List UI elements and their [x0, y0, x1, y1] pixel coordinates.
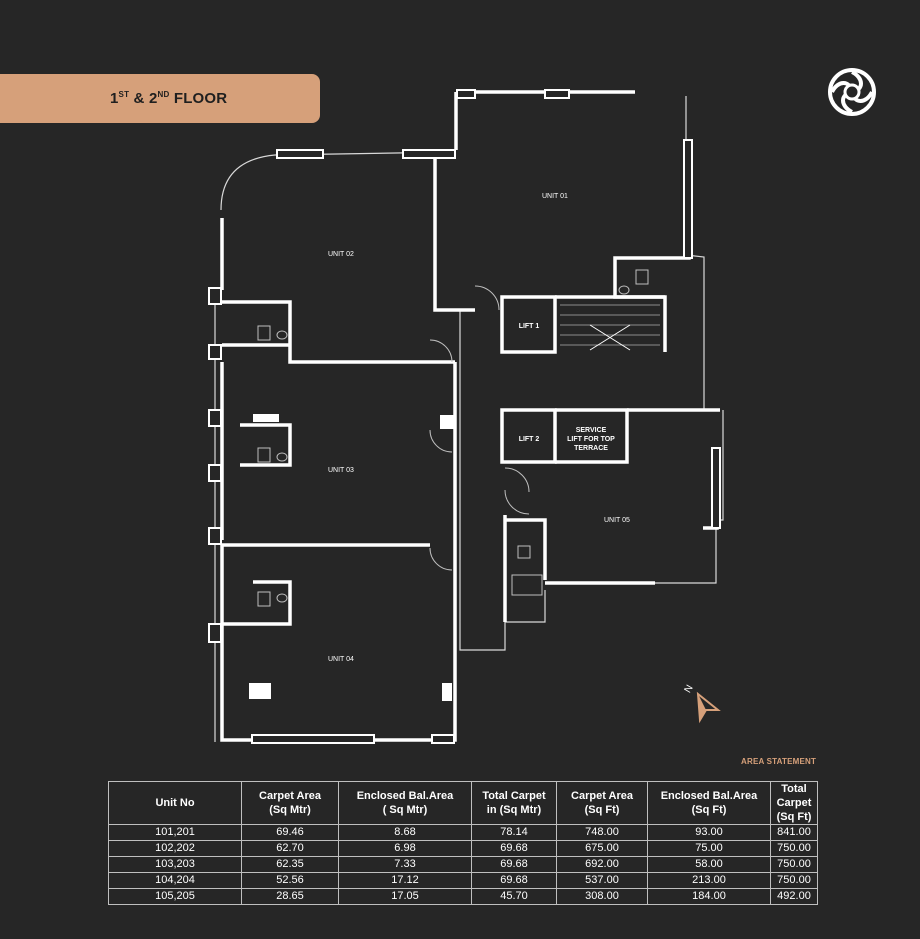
cell-bal-sqm: 7.33	[338, 856, 472, 873]
unit-04-label: UNIT 04	[328, 656, 354, 663]
table-header-row: Unit No Carpet Area (Sq Mtr) Enclosed Bal…	[108, 781, 818, 825]
cell-bal-sqft: 184.00	[647, 888, 771, 905]
cell-carpet-sqft: 675.00	[556, 840, 648, 857]
lift-2-label: LIFT 2	[518, 436, 540, 443]
cell-carpet-sqft: 692.00	[556, 856, 648, 873]
floor-amp: &	[129, 90, 149, 107]
cell-carpet-sqm: 69.46	[241, 824, 339, 841]
cell-carpet-sqm: 52.56	[241, 872, 339, 889]
cell-carpet-sqft: 308.00	[556, 888, 648, 905]
table-row: 103,203 62.35 7.33 69.68 692.00 58.00 75…	[108, 856, 818, 873]
service-lift-label: SERVICE LIFT FOR TOP TERRACE	[555, 426, 627, 453]
cell-carpet-sqft: 537.00	[556, 872, 648, 889]
cell-carpet-sqm: 28.65	[241, 888, 339, 905]
col-total-sqm-l2: in (Sq Mtr)	[486, 804, 542, 816]
col-total-sqm: Total Carpet in (Sq Mtr)	[471, 781, 557, 825]
col-bal-sqft: Enclosed Bal.Area (Sq Ft)	[647, 781, 771, 825]
cell-total-sqft: 750.00	[770, 840, 818, 857]
plan-doors	[429, 285, 530, 571]
plan-outline-curve	[220, 151, 456, 211]
table-row: 105,205 28.65 17.05 45.70 308.00 184.00 …	[108, 888, 818, 905]
col-unit-no-label: Unit No	[155, 797, 195, 809]
brand-logo-icon	[828, 68, 876, 116]
col-carpet-sqm: Carpet Area (Sq Mtr)	[241, 781, 339, 825]
cell-total-sqft: 750.00	[770, 856, 818, 873]
floor-word: FLOOR	[169, 90, 228, 107]
cell-bal-sqft: 93.00	[647, 824, 771, 841]
cell-bal-sqft: 213.00	[647, 872, 771, 889]
plan-stairs	[560, 304, 660, 351]
lift-1-label: LIFT 1	[518, 323, 540, 330]
plan-windows	[208, 89, 721, 744]
cell-unit-no: 101,201	[108, 824, 242, 841]
cell-bal-sqm: 8.68	[338, 824, 472, 841]
cell-total-sqm: 69.68	[471, 840, 557, 857]
table-row: 102,202 62.70 6.98 69.68 675.00 75.00 75…	[108, 840, 818, 857]
col-carpet-sqm-l1: Carpet Area	[259, 790, 321, 802]
unit-02-label: UNIT 02	[328, 251, 354, 258]
area-statement-title: AREA STATEMENT	[741, 757, 817, 766]
col-total-sqm-l1: Total Carpet	[482, 790, 546, 802]
service-lift-line-3: TERRACE	[574, 445, 608, 452]
plan-toilets	[257, 269, 649, 607]
cell-total-sqm: 69.68	[471, 856, 557, 873]
floor-b-sup: ND	[157, 90, 170, 99]
cell-total-sqft: 492.00	[770, 888, 818, 905]
cell-bal-sqm: 17.12	[338, 872, 472, 889]
plan-corridor	[459, 310, 546, 651]
floor-plan	[208, 89, 724, 744]
unit-05-label: UNIT 05	[604, 517, 630, 524]
cell-total-sqm: 45.70	[471, 888, 557, 905]
floor-banner: 1ST & 2ND FLOOR	[0, 74, 320, 123]
col-total-sqft: Total Carpet (Sq Ft)	[770, 781, 818, 825]
service-lift-line-1: SERVICE	[575, 427, 607, 434]
cell-unit-no: 104,204	[108, 872, 242, 889]
floor-b: 2	[148, 90, 158, 107]
col-bal-sqm: Enclosed Bal.Area ( Sq Mtr)	[338, 781, 472, 825]
floor-a-sup: ST	[118, 90, 130, 99]
cell-total-sqm: 69.68	[471, 872, 557, 889]
cell-unit-no: 105,205	[108, 888, 242, 905]
col-carpet-sqft: Carpet Area (Sq Ft)	[556, 781, 648, 825]
cell-carpet-sqm: 62.35	[241, 856, 339, 873]
cell-total-sqm: 78.14	[471, 824, 557, 841]
table-row: 101,201 69.46 8.68 78.14 748.00 93.00 84…	[108, 824, 818, 841]
table-row: 104,204 52.56 17.12 69.68 537.00 213.00 …	[108, 872, 818, 889]
unit-01-label: UNIT 01	[542, 193, 568, 200]
col-unit-no: Unit No	[108, 781, 242, 825]
col-carpet-sqft-l1: Carpet Area	[571, 790, 633, 802]
area-statement-table: Unit No Carpet Area (Sq Mtr) Enclosed Bal…	[108, 781, 818, 905]
cell-carpet-sqm: 62.70	[241, 840, 339, 857]
unit-03-label: UNIT 03	[328, 467, 354, 474]
cell-carpet-sqft: 748.00	[556, 824, 648, 841]
plan-walls	[220, 90, 720, 742]
service-lift-line-2: LIFT FOR TOP	[567, 436, 615, 443]
compass-letter: N	[683, 683, 696, 695]
cell-total-sqft: 841.00	[770, 824, 818, 841]
north-arrow-icon: N	[683, 683, 721, 724]
col-carpet-sqm-l2: (Sq Mtr)	[269, 804, 311, 816]
col-carpet-sqft-l2: (Sq Ft)	[584, 804, 620, 816]
col-total-sqft-l2: (Sq Ft)	[776, 811, 812, 823]
col-total-sqft-l1: Total Carpet	[776, 783, 812, 809]
cell-bal-sqm: 6.98	[338, 840, 472, 857]
floor-title: 1ST & 2ND FLOOR	[110, 90, 227, 107]
cell-bal-sqft: 58.00	[647, 856, 771, 873]
cell-unit-no: 102,202	[108, 840, 242, 857]
cell-bal-sqm: 17.05	[338, 888, 472, 905]
col-bal-sqft-l1: Enclosed Bal.Area	[660, 790, 758, 802]
cell-total-sqft: 750.00	[770, 872, 818, 889]
floor-a: 1	[110, 90, 119, 107]
col-bal-sqft-l2: (Sq Ft)	[691, 804, 727, 816]
cell-bal-sqft: 75.00	[647, 840, 771, 857]
col-bal-sqm-l2: ( Sq Mtr)	[382, 804, 428, 816]
cell-unit-no: 103,203	[108, 856, 242, 873]
col-bal-sqm-l1: Enclosed Bal.Area	[356, 790, 454, 802]
